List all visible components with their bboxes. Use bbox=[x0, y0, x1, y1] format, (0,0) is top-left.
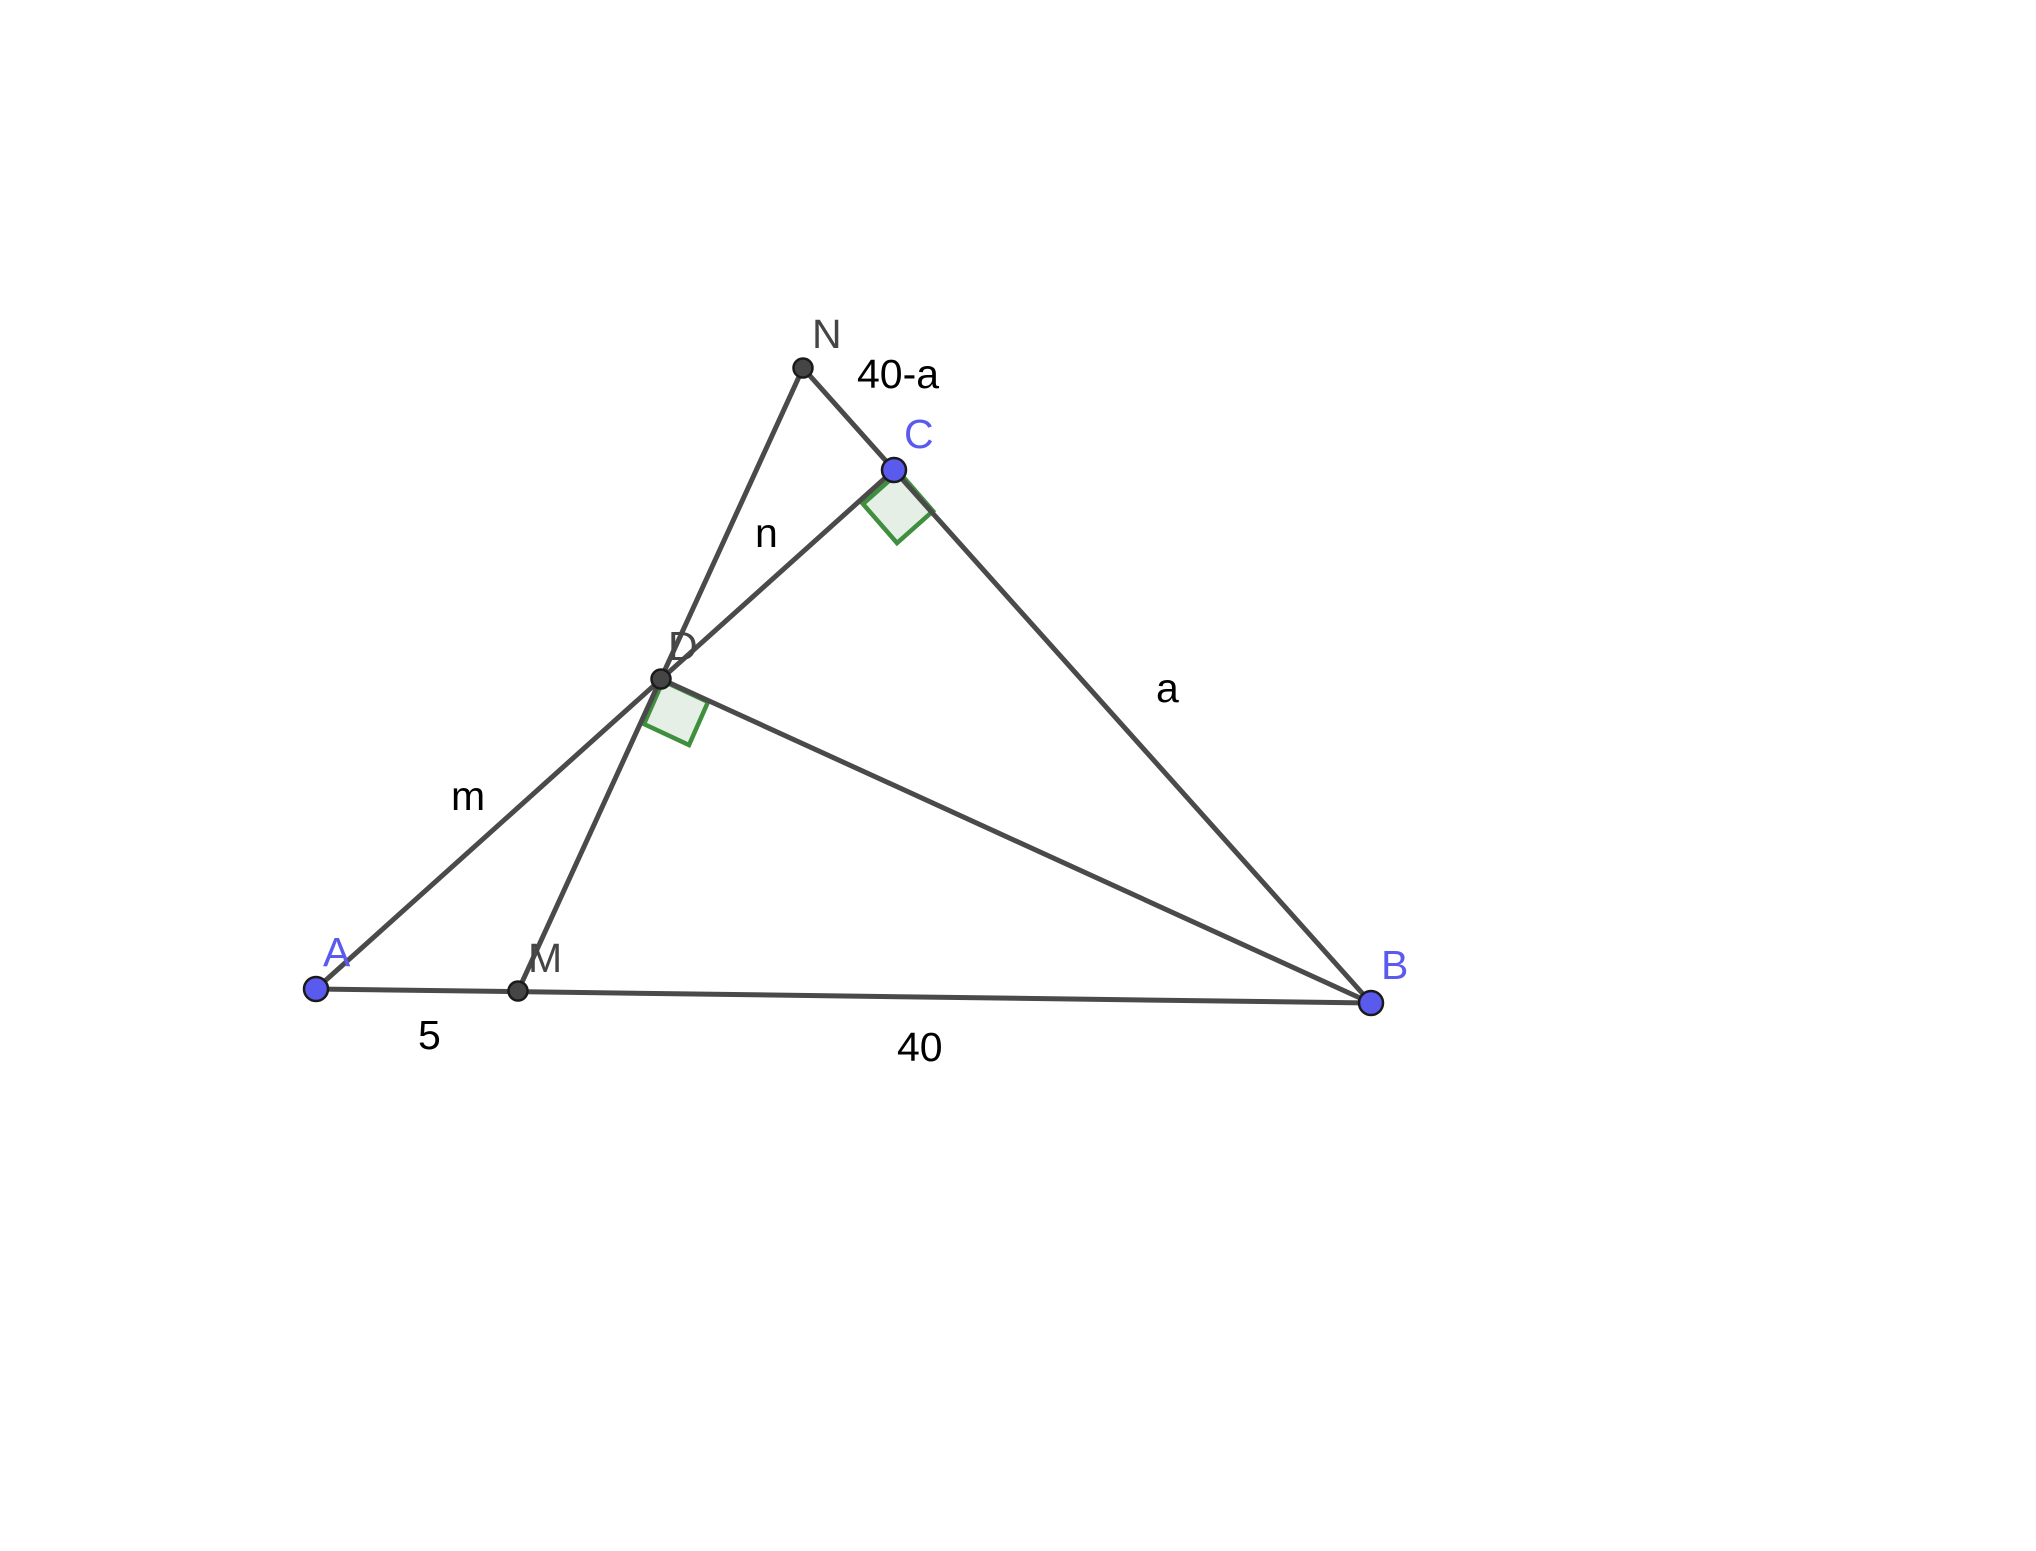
point-label-b: B bbox=[1381, 942, 1408, 988]
point-b[interactable] bbox=[1357, 989, 1385, 1017]
point-m[interactable] bbox=[507, 980, 529, 1002]
segment-label-ad: m bbox=[451, 773, 485, 819]
point-label-a: A bbox=[323, 929, 351, 975]
point-n[interactable] bbox=[792, 357, 814, 379]
point-label-c: C bbox=[904, 411, 934, 457]
segment-db bbox=[658, 676, 1374, 1006]
segment-label-am: 5 bbox=[418, 1012, 441, 1058]
right-angle-marker-c bbox=[859, 468, 937, 547]
segment-ab bbox=[313, 986, 1374, 1006]
point-label-d: D bbox=[668, 623, 698, 669]
segment-label-nc: 40-a bbox=[857, 351, 939, 397]
point-label-n: N bbox=[812, 311, 842, 357]
segment-cb bbox=[891, 467, 1374, 1006]
point-c[interactable] bbox=[880, 456, 908, 484]
segment-label-mb: 40 bbox=[897, 1024, 943, 1070]
segment-ac bbox=[313, 467, 897, 992]
point-label-m: M bbox=[528, 935, 562, 981]
point-d[interactable] bbox=[650, 668, 672, 690]
segment-label-cb: a bbox=[1156, 665, 1179, 711]
segment-label-dc: n bbox=[755, 510, 778, 556]
point-a[interactable] bbox=[302, 975, 330, 1003]
segment-nc bbox=[800, 365, 897, 473]
